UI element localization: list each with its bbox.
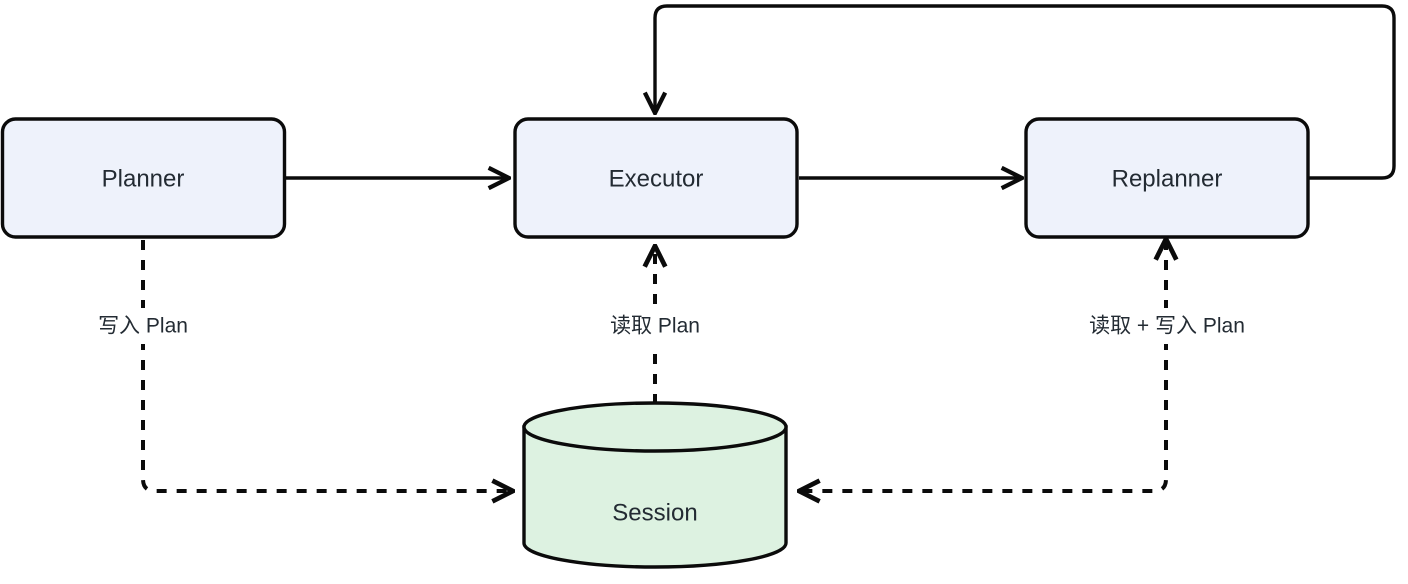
write-plan-label-bg bbox=[73, 308, 213, 344]
read-plan-label: 读取 Plan bbox=[610, 315, 700, 338]
write-plan-label: 写入 Plan bbox=[98, 315, 188, 338]
replanner-label: Replanner bbox=[1112, 165, 1223, 192]
read-write-plan-label-bg bbox=[1056, 308, 1278, 344]
edge-replanner-to-executor bbox=[655, 4, 1396, 180]
read-plan-label-bg bbox=[585, 308, 725, 344]
read-write-plan-label: 读取 + 写入 Plan bbox=[1089, 315, 1245, 338]
session-cylinder-top[interactable] bbox=[522, 401, 788, 453]
edge-label-read-plan: 读取 Plan bbox=[585, 308, 725, 344]
executor-label: Executor bbox=[609, 165, 704, 192]
session-label: Session bbox=[612, 499, 697, 526]
planner-box[interactable] bbox=[0, 117, 287, 239]
edge-label-read-write-plan: 读取 + 写入 Plan bbox=[1056, 308, 1278, 344]
edge-planner-to-session bbox=[141, 240, 512, 491]
edge-label-write-plan: 写入 Plan bbox=[73, 308, 213, 344]
session-cylinder-body[interactable] bbox=[522, 425, 788, 569]
replanner-box[interactable] bbox=[1024, 117, 1310, 239]
edge-replanner-to-session bbox=[800, 240, 1166, 491]
planner-label: Planner bbox=[102, 165, 185, 192]
node-planner[interactable]: Planner bbox=[0, 117, 287, 239]
node-executor[interactable]: Executor bbox=[513, 117, 799, 239]
node-replanner[interactable]: Replanner bbox=[1024, 117, 1310, 239]
node-session[interactable]: Session bbox=[522, 401, 788, 569]
executor-box[interactable] bbox=[513, 117, 799, 239]
